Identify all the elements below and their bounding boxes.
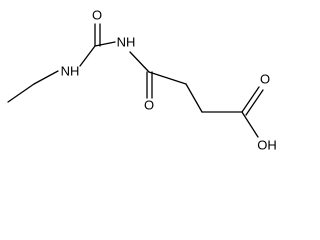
bond-ethyl-1 (7, 83, 35, 103)
bond-ethyl-2 (33, 70, 59, 85)
bond-c-amide-to-ch2-a (148, 71, 187, 85)
bond-nh-top-to-c-amide (129, 51, 150, 73)
bond-c-urea-to-nh-top (94, 41, 116, 47)
bond-c-acid-to-oh (241, 111, 259, 138)
atom-label-oh: OH (257, 138, 277, 153)
bond-c-acid-to-o-right-b (245, 89, 264, 116)
structure-diagram: O NH NH O O OH (7, 8, 277, 153)
bonds (7, 23, 264, 138)
bond-nh-left-to-c-urea (79, 45, 96, 67)
atom-label-o-bottom: O (144, 98, 154, 113)
atom-label-o-top: O (92, 8, 102, 23)
atom-label-nh-top: NH (117, 35, 136, 50)
bond-c-acid-to-o-right-a (241, 86, 260, 113)
atom-label-nh-left: NH (61, 64, 80, 79)
atom-label-o-right: O (260, 72, 270, 87)
bond-ch2-a-to-ch2-b (185, 83, 203, 113)
atom-labels: O NH NH O O OH (61, 8, 277, 153)
